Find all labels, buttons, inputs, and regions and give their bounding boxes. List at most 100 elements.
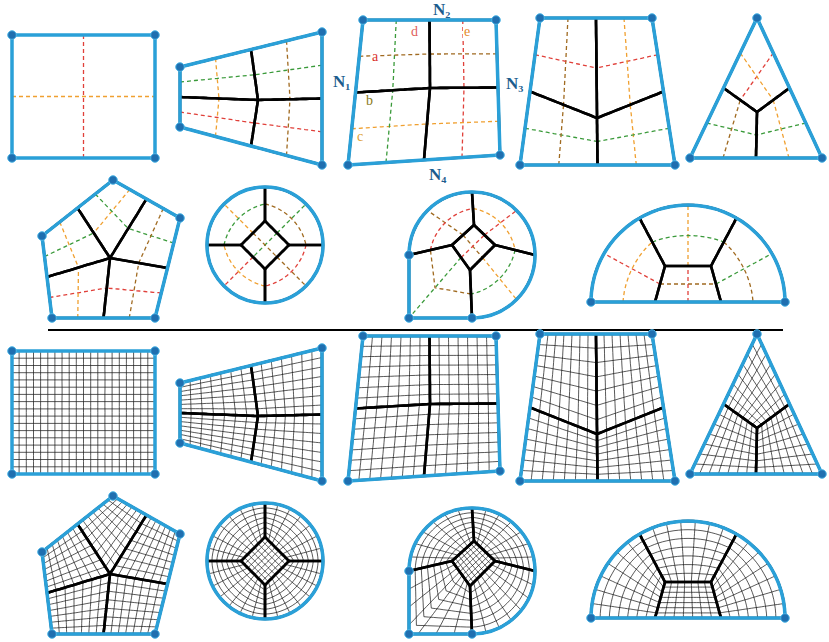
mesh-line: [126, 520, 156, 577]
patch-boundary: [356, 404, 431, 409]
mesh-line: [756, 454, 812, 461]
mesh-line: [647, 538, 729, 547]
patch-boundary: [258, 99, 322, 101]
corner-dot: [516, 477, 525, 486]
patch-boundary: [640, 218, 666, 266]
mesh-line: [575, 426, 578, 481]
corner-dot: [496, 151, 505, 160]
mesh-line: [359, 408, 366, 480]
mesh-line: [12, 372, 155, 373]
mesh-line: [612, 334, 616, 426]
mesh-line: [766, 421, 775, 474]
patch-boundary: [756, 428, 757, 474]
mesh-line: [460, 550, 483, 572]
patch-boundary: [180, 97, 258, 100]
patch-boundary: [264, 585, 267, 619]
patch-boundary: [409, 571, 472, 634]
patch-boundary: [409, 255, 472, 318]
mesh-line: [473, 532, 506, 564]
mesh-line: [666, 523, 678, 582]
patch-boundary: [711, 218, 737, 266]
mesh-line: [467, 558, 492, 582]
separatrix-curve: [687, 266, 688, 302]
mesh-line: [658, 565, 719, 569]
mesh-line: [89, 579, 92, 634]
patch-boundary: [430, 86, 498, 89]
mesh-line: [252, 358, 322, 373]
patch-boundary: [711, 582, 721, 618]
mesh-line: [212, 508, 265, 561]
domain-outline: [42, 180, 180, 318]
domain-outline: [690, 18, 822, 158]
patch-boundary: [264, 187, 267, 221]
mesh-line: [12, 358, 155, 359]
patch-boundary: [472, 192, 474, 225]
separatrix-curve: [139, 209, 164, 264]
corner-dot: [753, 14, 762, 23]
mesh-line: [12, 452, 155, 453]
corner-dot: [318, 161, 327, 170]
corner-dot: [318, 28, 327, 37]
patch-boundary: [47, 258, 110, 277]
mesh-line: [776, 414, 794, 474]
mesh-line: [526, 439, 598, 454]
domain-outline: [520, 18, 675, 165]
domain-outline: [207, 187, 323, 303]
patch-boundary: [472, 508, 474, 541]
edge-label: N₃: [505, 75, 524, 92]
patch-boundary: [428, 20, 431, 88]
patch-boundary: [428, 336, 431, 404]
mesh-line: [628, 561, 655, 618]
corner-dot: [8, 154, 17, 163]
mesh-line: [717, 576, 776, 603]
patch-boundary: [591, 534, 640, 618]
patch-boundary: [258, 415, 322, 417]
mesh-line: [12, 365, 155, 366]
mesh-line: [429, 413, 498, 414]
patch-boundary: [47, 574, 110, 593]
patch-boundary: [470, 561, 495, 586]
corner-dot: [359, 332, 368, 341]
patch-boundary: [596, 434, 599, 481]
mesh-line: [722, 561, 749, 618]
mesh-line: [12, 445, 155, 446]
mesh-line: [656, 612, 719, 613]
mesh-line: [12, 387, 155, 388]
curve-label: d: [410, 25, 419, 39]
mesh-line: [539, 345, 597, 349]
patch-boundary: [241, 221, 265, 245]
separatrix-curve: [180, 75, 255, 82]
patch-boundary: [110, 574, 168, 584]
mesh-line: [646, 575, 662, 618]
corner-dot: [818, 154, 827, 163]
patch-boundary: [78, 524, 111, 574]
separatrix-curve: [461, 235, 485, 258]
corner-dot: [405, 251, 414, 260]
mesh-line: [248, 554, 272, 578]
patch-boundary: [724, 404, 758, 428]
separatrix-curve: [265, 245, 306, 286]
patch-boundary: [724, 404, 758, 428]
patch-boundary: [47, 574, 110, 593]
patch-boundary: [251, 50, 258, 101]
mesh-line: [12, 394, 155, 395]
patch-boundary: [207, 244, 241, 247]
mesh-line: [757, 434, 804, 448]
patch-boundary: [251, 366, 258, 417]
mesh-line: [47, 351, 48, 474]
patch-boundary: [356, 88, 431, 93]
mesh-line: [212, 561, 265, 614]
corner-dot: [318, 477, 327, 486]
corner-dot: [109, 176, 118, 185]
corner-dot: [8, 470, 17, 479]
mesh-line: [427, 567, 471, 614]
patch-boundary: [251, 366, 258, 417]
patch-boundary: [711, 218, 737, 266]
mesh-line: [549, 334, 556, 415]
corner-dot: [818, 470, 827, 479]
patch-boundary: [596, 118, 599, 165]
mesh-line: [255, 436, 322, 443]
mesh-line: [553, 419, 559, 481]
mesh-line: [587, 334, 589, 430]
